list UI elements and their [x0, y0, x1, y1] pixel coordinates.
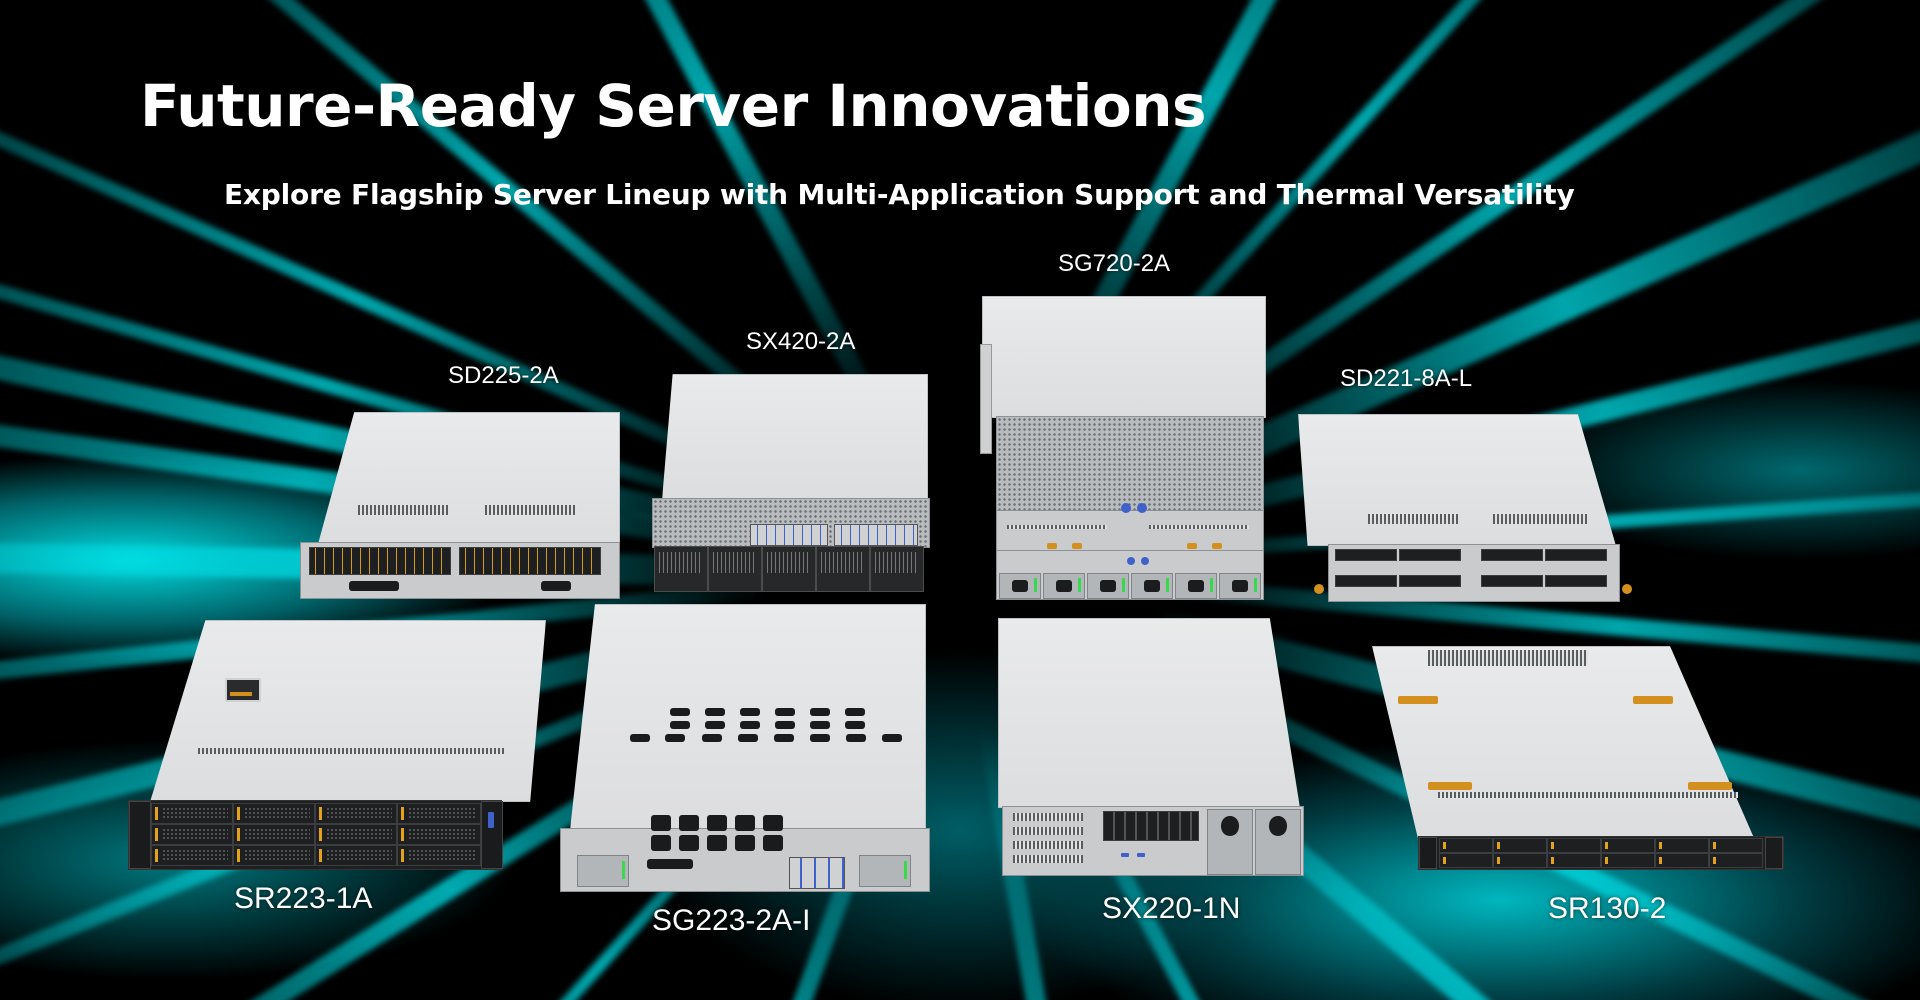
product-label-sg223-2a-i: SG223-2A-I — [652, 904, 811, 937]
server-sd221-8a-l — [1298, 414, 1634, 602]
server-sr223-1a — [128, 620, 548, 870]
product-label-sx220-1n: SX220-1N — [1102, 892, 1241, 925]
product-label-sx420-2a: SX420-2A — [746, 328, 856, 355]
server-sx220-1n — [988, 618, 1306, 876]
banner-subtitle: Explore Flagship Server Lineup with Mult… — [224, 178, 1575, 211]
server-sg720-2a — [980, 296, 1268, 600]
product-label-sr223-1a: SR223-1A — [234, 882, 373, 915]
server-sx420-2a — [652, 374, 930, 592]
product-label-sg720-2a: SG720-2A — [1058, 250, 1171, 277]
banner-title: Future-Ready Server Innovations — [140, 72, 1207, 140]
server-sd225-2a — [290, 412, 620, 599]
server-sr130-2 — [1368, 646, 1786, 872]
product-label-sd221-8a-l: SD221-8A-L — [1340, 365, 1473, 392]
product-label-sd225-2a: SD225-2A — [448, 362, 559, 389]
server-sg223-2a-i — [560, 604, 930, 894]
product-label-sr130-2: SR130-2 — [1548, 892, 1667, 925]
